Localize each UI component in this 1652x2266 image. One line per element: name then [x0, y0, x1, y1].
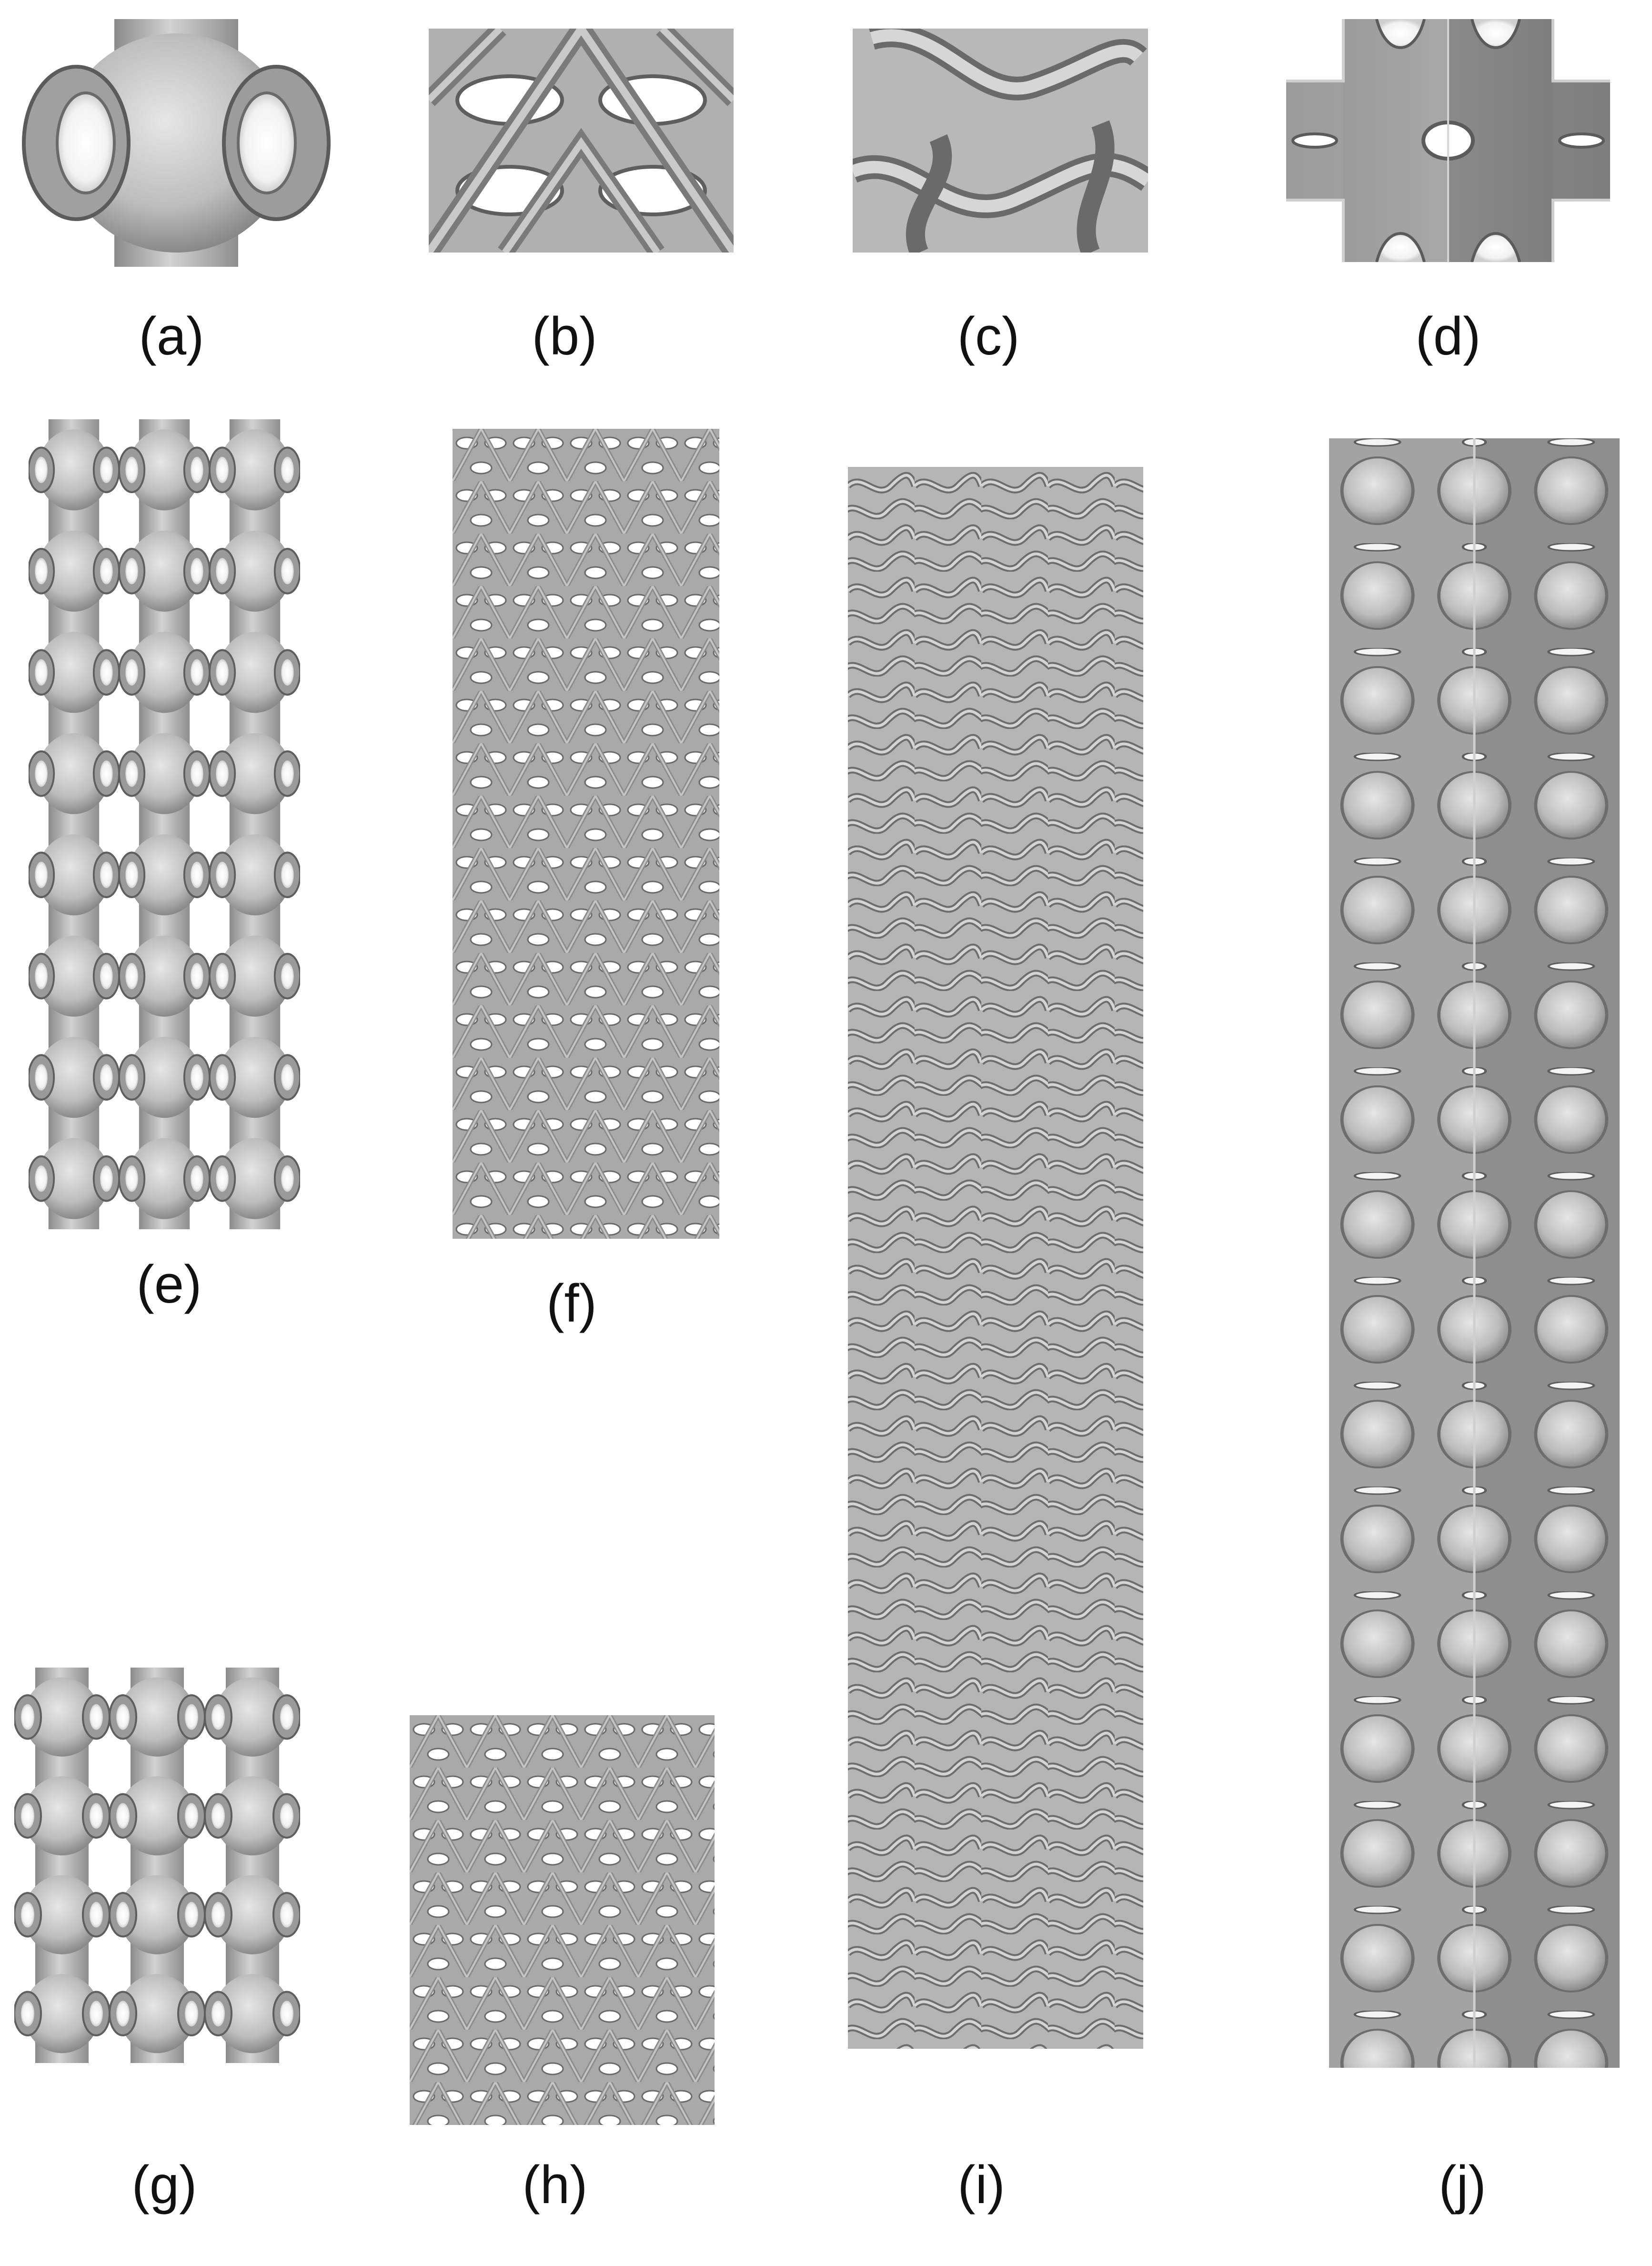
panel-label-b: (b): [532, 306, 597, 366]
panel-label-c: (c): [957, 306, 1020, 366]
panel-g-schwarz-p-lattice-short: [14, 1668, 300, 2063]
panel-label-d: (d): [1415, 306, 1481, 366]
panel-label-g: (g): [131, 2155, 197, 2215]
panel-label-i: (i): [957, 2155, 1005, 2215]
panel-label-e: (e): [136, 1254, 202, 1314]
panel-b-diamond-unit-cell: [429, 29, 734, 253]
panel-j-neovius-lattice-tall: [1329, 438, 1620, 2068]
panel-c-gyroid-unit-cell: [853, 29, 1148, 253]
panel-i-gyroid-lattice-tall: [848, 467, 1143, 2049]
panel-label-f: (f): [546, 1274, 597, 1333]
panel-label-h: (h): [522, 2155, 588, 2215]
panel-label-a: (a): [139, 306, 204, 366]
panel-f-diamond-lattice-tall: [453, 429, 719, 1239]
panel-a-schwarz-p-unit-cell: [19, 19, 333, 267]
panel-d-neovius-unit-cell: [1286, 19, 1610, 262]
panel-label-j: (j): [1439, 2155, 1486, 2215]
panel-h-diamond-lattice-short: [410, 1715, 715, 2125]
panel-e-schwarz-p-lattice-tall: [29, 419, 300, 1229]
